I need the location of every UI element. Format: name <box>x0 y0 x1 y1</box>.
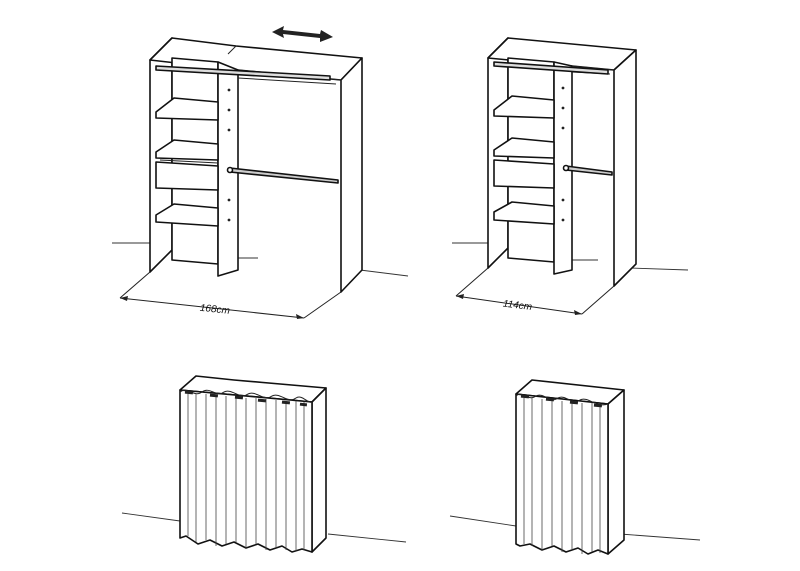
dimension-wide-label: 168cm <box>199 303 230 317</box>
dimension-wide: 168cm <box>119 271 342 319</box>
wardrobe-wide-curtain <box>121 375 407 553</box>
dimension-narrow: 114cm <box>455 267 615 315</box>
wardrobe-wide: 168cm <box>112 26 409 319</box>
dimension-narrow-label: 114cm <box>502 299 532 313</box>
wardrobe-narrow: 114cm <box>452 37 689 315</box>
double-arrow-icon <box>272 26 333 42</box>
wardrobe-narrow-curtain <box>449 379 701 555</box>
